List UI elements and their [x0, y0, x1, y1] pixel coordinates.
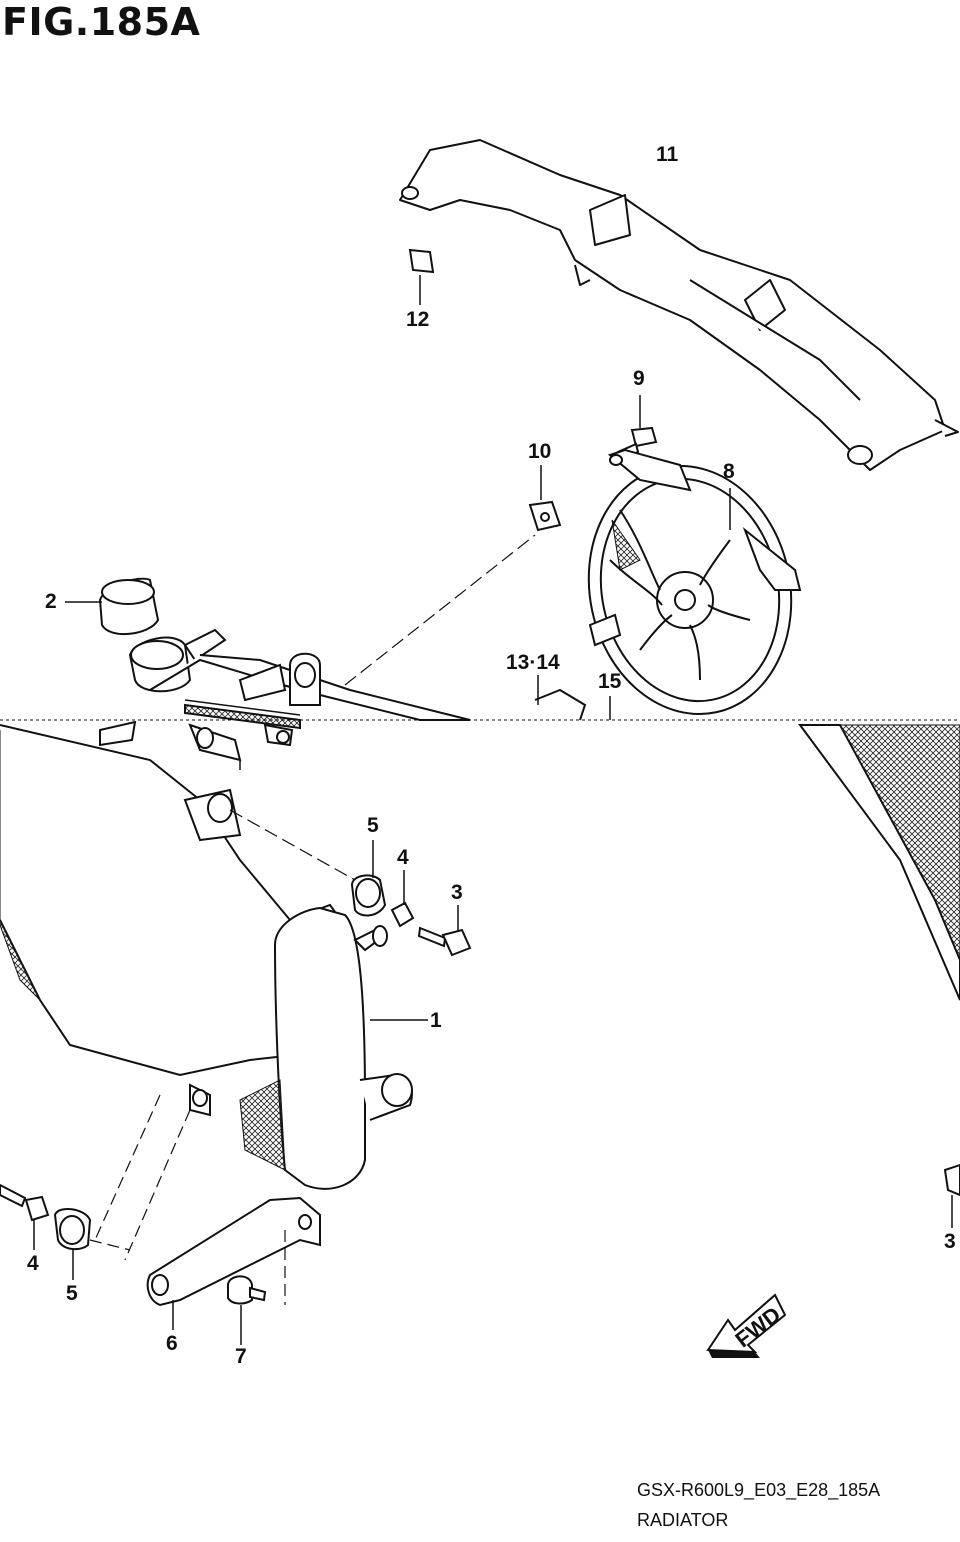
radiator-side-tank-part-1: [189, 906, 428, 1190]
figure-code: GSX-R600L9_E03_E28_185A: [637, 1480, 881, 1500]
clip-part-12: [408, 248, 435, 305]
callout-5-left: 5: [66, 1282, 78, 1305]
callout-4-right: 4: [397, 846, 409, 869]
callout-1: 1: [430, 1009, 442, 1032]
callout-5-right: 5: [367, 814, 379, 837]
figure-caption: RADIATOR: [637, 1510, 729, 1530]
mount-hardware-right: [350, 840, 472, 957]
callout-3-right: 3: [451, 881, 463, 904]
callout-7: 7: [235, 1345, 247, 1368]
callout-6: 6: [166, 1332, 178, 1355]
callout-15: 15: [598, 670, 622, 693]
bracket-part-6: [94, 1094, 321, 1330]
callout-10: 10: [528, 440, 552, 463]
nut-part-10: [528, 465, 562, 532]
radiator-cap-part-2: [65, 577, 160, 636]
cooling-fan-part-8: [587, 448, 802, 716]
mount-hardware-left: [0, 1163, 960, 1280]
callout-3-left: 3: [944, 1230, 956, 1253]
callout-2: 2: [45, 590, 57, 613]
callout-4-left: 4: [27, 1252, 39, 1275]
radiator-core: [0, 719, 960, 1077]
callout-13-14: 13·14: [506, 651, 560, 674]
fwd-arrow-icon: FWD: [706, 1293, 787, 1358]
callout-9: 9: [633, 367, 645, 390]
bolt-part-7: [227, 1275, 267, 1345]
figure-title: FIG.185A: [2, 0, 201, 44]
filler-neck: [128, 534, 611, 730]
callout-11: 11: [656, 143, 679, 166]
callout-8: 8: [723, 460, 735, 483]
callout-12: 12: [406, 308, 430, 331]
shroud-part-11: [399, 139, 959, 471]
